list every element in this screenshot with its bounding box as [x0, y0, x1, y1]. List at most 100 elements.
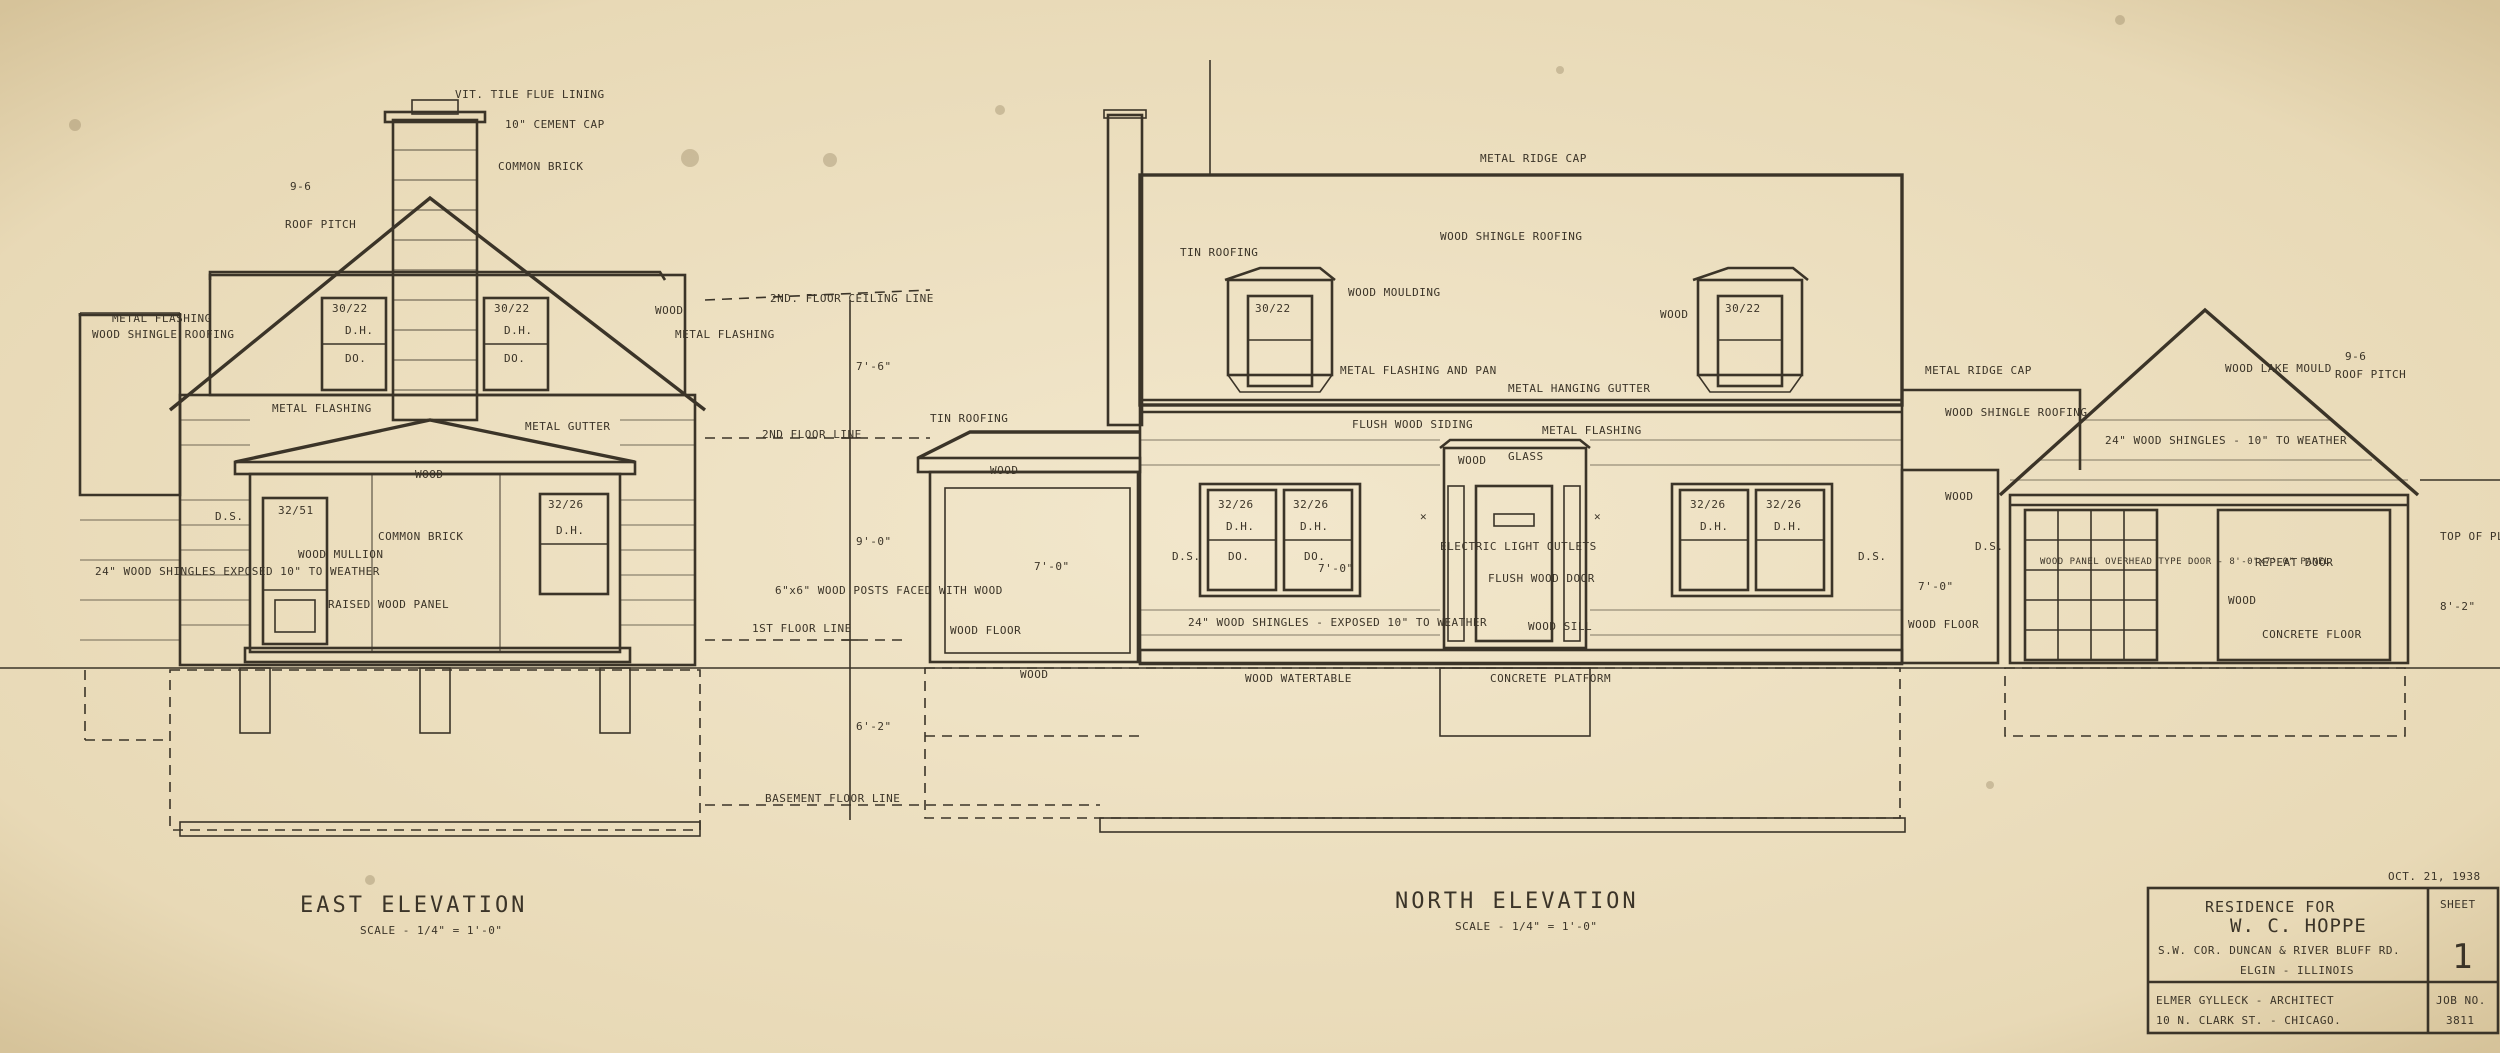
north-note-siding: FLUSH WOOD SIDING [1352, 418, 1473, 431]
titleblock-line6: 10 N. CLARK ST. - CHICAGO. [2156, 1014, 2341, 1027]
east-note-cap: 10" CEMENT CAP [505, 118, 605, 131]
north-note-flush-door: FLUSH WOOD DOOR [1488, 572, 1595, 585]
north-note-shingle-roof: WOOD SHINGLE ROOFING [1440, 230, 1582, 243]
garage-elevation: METAL RIDGE CAP WOOD LAKE MOULD WOOD SHI… [1900, 307, 2500, 737]
titleblock-line4: ELGIN - ILLINOIS [2240, 964, 2354, 977]
east-elevation: VIT. TILE FLUE LINING 10" CEMENT CAP COM… [78, 88, 775, 937]
east-note-metal-flash1: METAL FLASHING [112, 312, 212, 325]
garage-note-repeat: REPEAT DOOR [2255, 556, 2333, 569]
garage-note-pitch: ROOF PITCH [2335, 368, 2406, 381]
north-note-glass: GLASS [1508, 450, 1544, 463]
north-win6: 32/26 [1766, 498, 1802, 511]
north-scale: SCALE - 1/4" = 1'-0" [1455, 920, 1597, 933]
north-do1: DO. [1228, 550, 1249, 563]
east-note-pitch-val: 9-6 [290, 180, 311, 193]
north-note-metal-flash: METAL FLASHING AND PAN [1340, 364, 1497, 377]
titleblock-job-no: 3811 [2446, 1014, 2475, 1027]
level-floor2: 2ND FLOOR LINE [762, 428, 862, 441]
north-note-watertable: WOOD WATERTABLE [1245, 672, 1352, 685]
east-dh2: D.H. [504, 324, 533, 337]
north-dh4: D.H. [1774, 520, 1803, 533]
east-note-ds: D.S. [215, 510, 244, 523]
garage-dim-f: 7'-0" [1918, 580, 1954, 593]
garage-note-shingles: 24" WOOD SHINGLES - 10" TO WEATHER [2105, 434, 2347, 447]
level-posts: 6"x6" WOOD POSTS FACED WITH WOOD [775, 584, 1003, 597]
garage-note-wood2: WOOD [2228, 594, 2257, 607]
east-win1: 30/22 [332, 302, 368, 315]
north-do2: DO. [1304, 550, 1325, 563]
garage-note-ds: D.S. [1975, 540, 2004, 553]
east-dh1: D.H. [345, 324, 374, 337]
level-lines: 2ND. FLOOR CEILING LINE 2ND FLOOR LINE 6… [704, 289, 1100, 820]
titleblock-line1: RESIDENCE FOR [2205, 898, 2335, 916]
north-note-tin2: TIN ROOFING [930, 412, 1008, 425]
titleblock-date: OCT. 21, 1938 [2388, 870, 2481, 883]
east-note-flue: VIT. TILE FLUE LINING [455, 88, 605, 101]
north-note-ds: D.S. [1172, 550, 1201, 563]
east-note-gutter: METAL GUTTER [525, 420, 610, 433]
north-win2: 30/22 [1725, 302, 1761, 315]
garage-note-top-plate: TOP OF PLATE [2440, 530, 2500, 543]
east-note-metal-flash2: METAL FLASHING [675, 328, 775, 341]
north-dh1: D.H. [1226, 520, 1255, 533]
north-note-wood-sill: WOOD SILL [1528, 620, 1592, 633]
north-note-wood-floor: WOOD FLOOR [950, 624, 1021, 637]
titleblock-job-label: JOB NO. [2436, 994, 2486, 1007]
light-outlet-right: ✕ [1594, 510, 1601, 523]
north-note-wood3: WOOD [1458, 454, 1487, 467]
east-scale: SCALE - 1/4" = 1'-0" [360, 924, 502, 937]
level-ceiling: 2ND. FLOOR CEILING LINE [770, 292, 934, 305]
east-title: EAST ELEVATION [300, 893, 527, 918]
north-note-wood-moulding: WOOD MOULDING [1348, 286, 1441, 299]
north-dim-d: 7'-0" [1034, 560, 1070, 573]
north-note-wood4: WOOD [1020, 668, 1049, 681]
north-elevation: ✕ ✕ METAL RIDGE CAP TIN ROOFING WOOD MOU… [916, 60, 1906, 933]
garage-note-wood-floor: WOOD FLOOR [1908, 618, 1979, 631]
title-block: OCT. 21, 1938 RESIDENCE FOR W. C. HOPPE … [2146, 870, 2500, 1035]
garage-note-shingle-roof: WOOD SHINGLE ROOFING [1945, 406, 2087, 419]
dim-7-6: 7'-6" [856, 360, 892, 373]
titleblock-line5: ELMER GYLLECK - ARCHITECT [2156, 994, 2334, 1007]
garage-note-ridge: METAL RIDGE CAP [1925, 364, 2032, 377]
north-title: NORTH ELEVATION [1395, 889, 1639, 914]
north-note-gutter: METAL HANGING GUTTER [1508, 382, 1650, 395]
dim-6-2: 6'-2" [856, 720, 892, 733]
level-floor1: 1ST FLOOR LINE [752, 622, 852, 635]
garage-note-wood: WOOD [1945, 490, 1974, 503]
east-win2: 30/22 [494, 302, 530, 315]
north-note-wood2: WOOD [990, 464, 1019, 477]
north-note-ds2: D.S. [1858, 550, 1887, 563]
light-outlet-left: ✕ [1420, 510, 1427, 523]
north-note-concrete: CONCRETE PLATFORM [1490, 672, 1611, 685]
east-note-pitch: ROOF PITCH [285, 218, 356, 231]
east-note-shingles: 24" WOOD SHINGLES EXPOSED 10" TO WEATHER [95, 565, 380, 578]
north-note-elec: ELECTRIC LIGHT OUTLETS [1440, 540, 1597, 553]
north-note-shingles: 24" WOOD SHINGLES - EXPOSED 10" TO WEATH… [1188, 616, 1487, 629]
north-win5: 32/26 [1690, 498, 1726, 511]
east-win4: 32/26 [548, 498, 584, 511]
east-note-mullion: WOOD MULLION [298, 548, 383, 561]
titleblock-line2: W. C. HOPPE [2230, 915, 2367, 937]
east-dh3: D.H. [556, 524, 585, 537]
garage-note-pitch-val: 9-6 [2345, 350, 2366, 363]
garage-note-concrete: CONCRETE FLOOR [2262, 628, 2362, 641]
east-do2: DO. [504, 352, 525, 365]
titleblock-line3: S.W. COR. DUNCAN & RIVER BLUFF RD. [2158, 944, 2400, 957]
north-note-metal-flash2: METAL FLASHING [1542, 424, 1642, 437]
titleblock-sheet-no: 1 [2452, 937, 2473, 977]
north-win4: 32/26 [1293, 498, 1329, 511]
north-win3: 32/26 [1218, 498, 1254, 511]
north-note-wood: WOOD [1660, 308, 1689, 321]
east-note-raised: RAISED WOOD PANEL [328, 598, 449, 611]
east-win3: 32/51 [278, 504, 314, 517]
east-do1: DO. [345, 352, 366, 365]
north-dim-e: 7'-0" [1318, 562, 1354, 575]
east-note-common-brick: COMMON BRICK [378, 530, 463, 543]
east-note-metal-flash3: METAL FLASHING [272, 402, 372, 415]
east-note-wood2: WOOD [415, 468, 444, 481]
paper-stains [69, 15, 2125, 885]
north-note-tin: TIN ROOFING [1180, 246, 1258, 259]
garage-note-lake: WOOD LAKE MOULD [2225, 362, 2332, 375]
garage-dim-g: 8'-2" [2440, 600, 2476, 613]
